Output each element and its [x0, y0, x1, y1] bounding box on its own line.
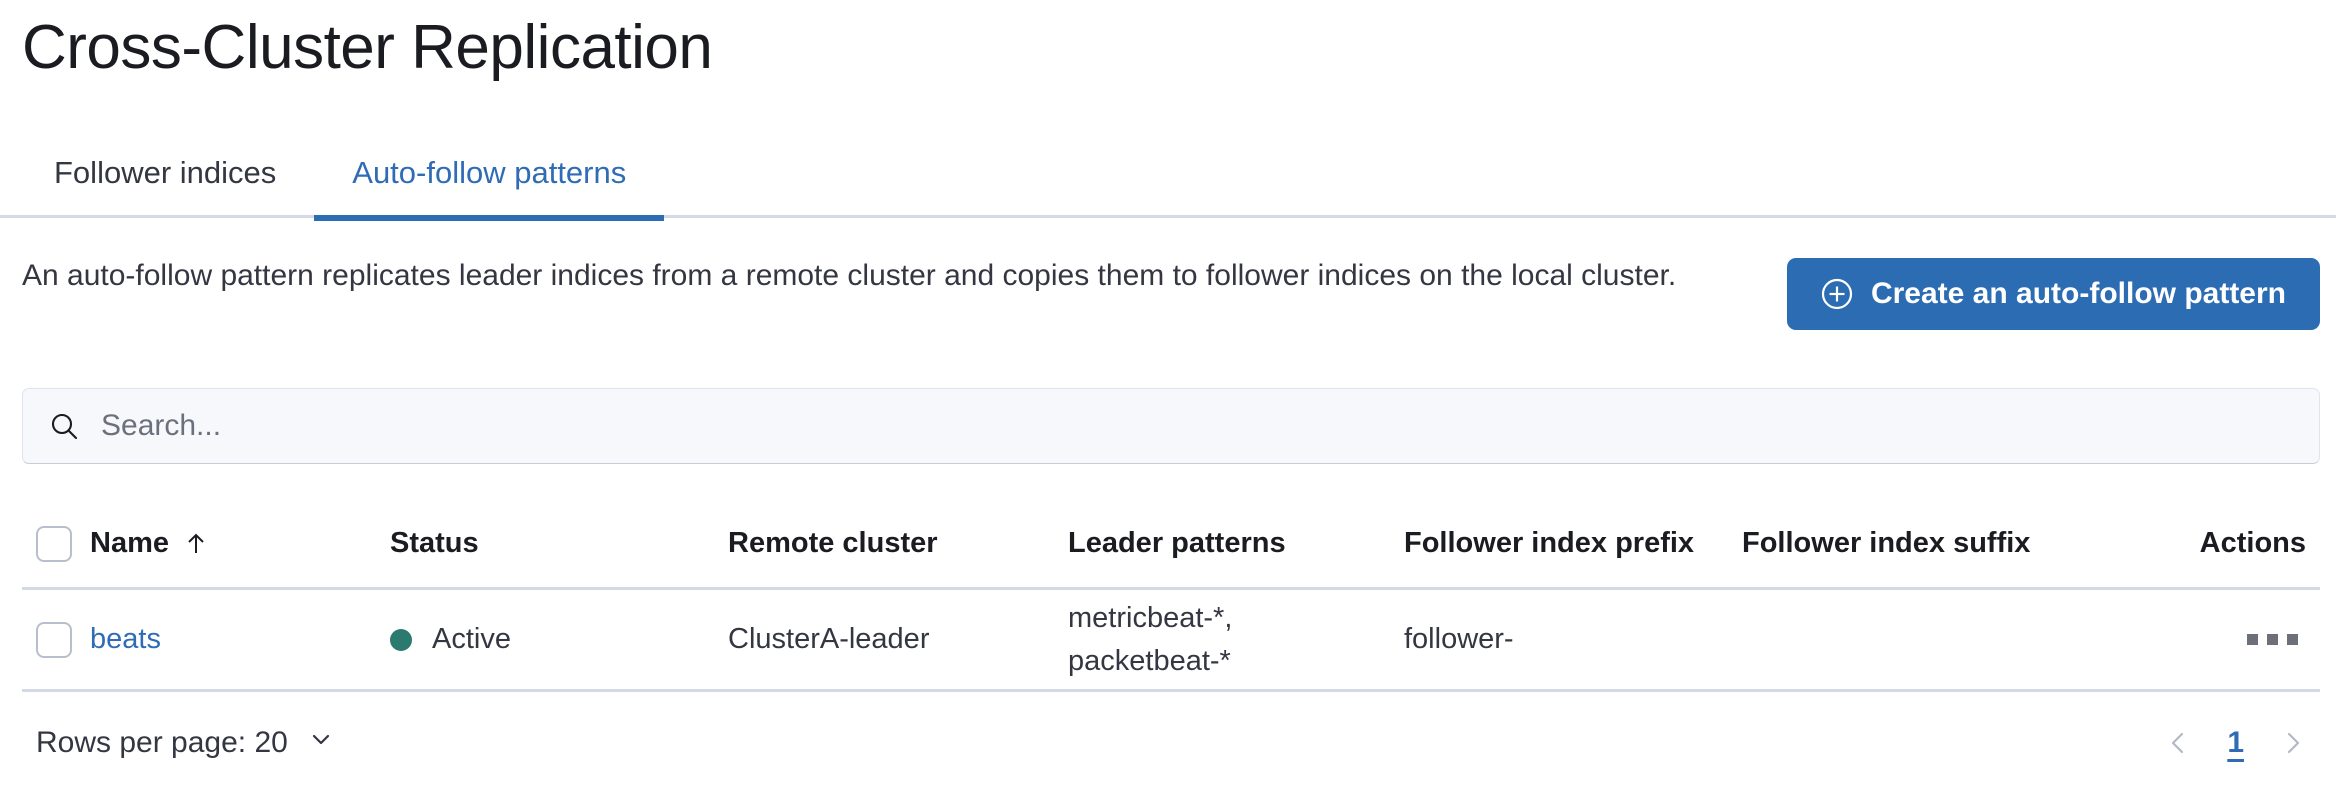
- cell-status: Active: [390, 623, 728, 656]
- column-header-name-label: Name: [90, 527, 169, 559]
- chevron-right-icon[interactable]: [2278, 728, 2308, 758]
- search-bar[interactable]: [22, 388, 2320, 464]
- cell-remote-cluster: ClusterA-leader: [728, 623, 930, 655]
- tab-auto-follow-patterns[interactable]: Auto-follow patterns: [314, 128, 665, 221]
- ellipsis-dot: [2267, 634, 2278, 645]
- column-header-actions: Actions: [2162, 527, 2320, 560]
- cell-name: beats: [90, 623, 390, 656]
- table-footer: Rows per page: 20 1: [22, 700, 2320, 786]
- auto-follow-pattern-link[interactable]: beats: [90, 623, 161, 655]
- column-header-follower-index-suffix[interactable]: Follower index suffix: [1742, 527, 2162, 560]
- select-all-checkbox[interactable]: [36, 525, 72, 562]
- create-auto-follow-pattern-label: Create an auto-follow pattern: [1870, 277, 2286, 310]
- plus-circle-icon: [1821, 278, 1853, 310]
- ellipsis-dot: [2247, 634, 2258, 645]
- pagination: 1: [2163, 726, 2320, 760]
- ellipsis-dot: [2287, 634, 2298, 645]
- tab-bar: Follower indices Auto-follow patterns: [0, 128, 2336, 221]
- pagination-page-1[interactable]: 1: [2227, 726, 2244, 759]
- search-input[interactable]: [101, 409, 2293, 443]
- leader-pattern-line-2: packetbeat-*: [1068, 644, 1231, 677]
- status-label: Active: [432, 623, 511, 655]
- ellipsis-horizontal-icon[interactable]: [2239, 626, 2306, 653]
- create-auto-follow-pattern-button[interactable]: Create an auto-follow pattern: [1786, 258, 2320, 330]
- table-row: beats Active ClusterA-leader metricbeat-…: [22, 590, 2320, 692]
- intro-description: An auto-follow pattern replicates leader…: [22, 259, 1677, 292]
- row-select-checkbox[interactable]: [36, 621, 72, 658]
- tab-auto-follow-patterns-label: Auto-follow patterns: [352, 155, 627, 190]
- search-icon: [49, 411, 79, 441]
- row-checkbox-cell: [22, 621, 90, 658]
- leader-pattern-line-1: metricbeat-*,: [1068, 601, 1233, 634]
- column-header-follower-index-suffix-label: Follower index suffix: [1742, 527, 2031, 559]
- cell-leader-patterns: metricbeat-*, packetbeat-*: [1068, 597, 1404, 683]
- column-header-follower-index-prefix-label: Follower index prefix: [1404, 527, 1695, 559]
- status-dot-icon: [390, 628, 412, 651]
- cell-follower-index-prefix: follower-: [1404, 623, 1514, 655]
- chevron-left-icon[interactable]: [2163, 728, 2193, 758]
- arrow-up-icon: [183, 531, 209, 557]
- column-header-name[interactable]: Name: [90, 527, 390, 560]
- page-title: Cross-Cluster Replication: [22, 13, 713, 82]
- tab-follower-indices[interactable]: Follower indices: [16, 128, 314, 218]
- column-header-remote-cluster-label: Remote cluster: [728, 527, 938, 559]
- auto-follow-patterns-table: Name Status Remote cluster Leader patter…: [22, 500, 2320, 692]
- column-header-leader-patterns-label: Leader patterns: [1068, 527, 1286, 559]
- table-header-row: Name Status Remote cluster Leader patter…: [22, 500, 2320, 590]
- column-header-status[interactable]: Status: [390, 527, 728, 560]
- select-all-checkbox-cell: [22, 525, 90, 562]
- status-badge: Active: [390, 623, 511, 656]
- tab-follower-indices-label: Follower indices: [54, 155, 277, 190]
- cell-actions: [2162, 626, 2320, 653]
- column-header-leader-patterns[interactable]: Leader patterns: [1068, 527, 1404, 560]
- column-header-actions-label: Actions: [2199, 527, 2306, 559]
- column-header-remote-cluster[interactable]: Remote cluster: [728, 527, 1068, 560]
- column-header-status-label: Status: [390, 527, 479, 559]
- rows-per-page-label: Rows per page: 20: [36, 726, 288, 759]
- chevron-down-icon: [306, 724, 336, 762]
- column-header-follower-index-prefix[interactable]: Follower index prefix: [1404, 527, 1742, 560]
- rows-per-page-selector[interactable]: Rows per page: 20: [22, 724, 336, 762]
